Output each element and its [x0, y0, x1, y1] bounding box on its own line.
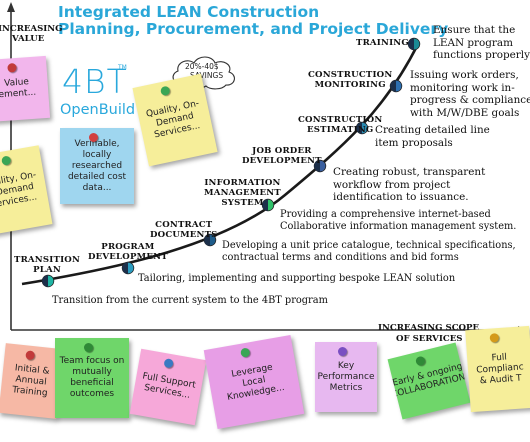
- pushpin-icon: [338, 347, 347, 356]
- stage-description-7: Issuing work orders,monitoring work in-p…: [410, 69, 530, 119]
- stage-marker-1: [41, 274, 55, 288]
- growth-curve: [21, 43, 420, 286]
- stage-marker-3: [203, 233, 217, 247]
- stage-description-2: Tailoring, implementing and supporting b…: [138, 273, 456, 284]
- pushpin-icon: [7, 62, 17, 73]
- pushpin-icon: [25, 350, 36, 361]
- title-line-2: Planning, Procurement, and Project Deliv…: [58, 20, 449, 38]
- title-line-1: Integrated LEAN Construction: [58, 3, 320, 21]
- pushpin-icon: [414, 355, 426, 367]
- stage-description-4: Providing a comprehensive internet-based…: [280, 209, 517, 232]
- stage-marker-6: [355, 121, 369, 135]
- stage-description-1: Transition from the current system to th…: [52, 295, 328, 306]
- x-axis-label-line-2: OF SERVICES: [396, 334, 463, 344]
- pushpin-icon: [489, 333, 500, 343]
- y-axis-arrow-icon: [7, 2, 15, 12]
- stage-marker-8: [407, 37, 421, 51]
- stage-marker-4: [261, 198, 275, 212]
- pushpin-icon: [163, 358, 174, 369]
- stage-marker-2: [121, 261, 135, 275]
- pushpin-icon: [89, 133, 98, 142]
- logo-mark: 4BT: [62, 62, 128, 101]
- logo-name: OpenBuild: [60, 102, 136, 118]
- savings-cloud-line-2: SAVINGS: [190, 71, 224, 80]
- pushpin-icon: [84, 343, 93, 352]
- stage-markers: [41, 37, 421, 288]
- pushpin-icon: [1, 155, 12, 166]
- pushpin-icon: [240, 347, 251, 358]
- stage-label-8: TRAINING: [356, 38, 409, 48]
- y-axis-label-line-2: VALUE: [12, 34, 45, 44]
- stage-marker-7: [389, 79, 403, 93]
- logo-tm: TM: [118, 64, 127, 71]
- pushpin-icon: [159, 85, 171, 97]
- y-axis-label-line-1: INCREASING: [0, 24, 63, 34]
- savings-cloud-line-1: 20%-40$: [185, 62, 219, 71]
- stage-marker-5: [313, 159, 327, 173]
- stage-description-3: Developing a unit price catalogue, techn…: [222, 240, 516, 263]
- x-axis-label-line-1: INCREASING SCOPE: [378, 323, 480, 333]
